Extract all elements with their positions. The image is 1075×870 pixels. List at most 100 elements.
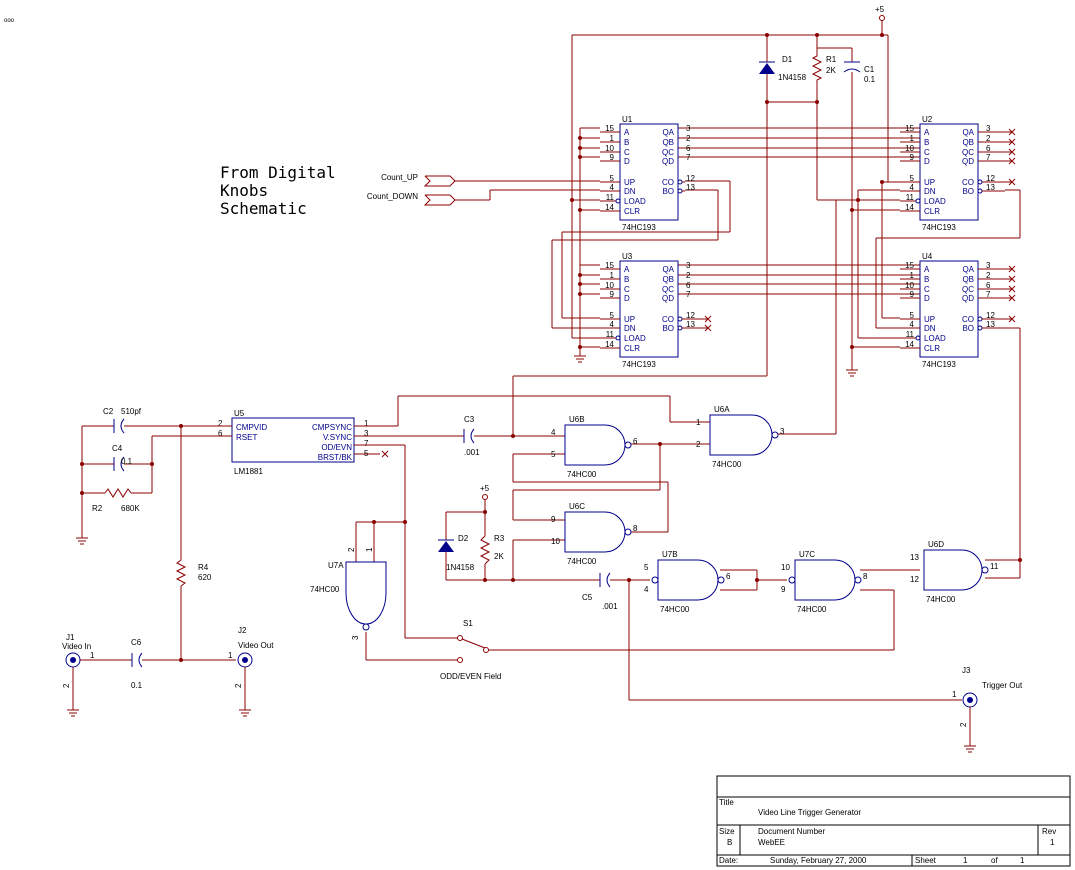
counter-ctrl-name: UP <box>624 315 635 324</box>
j1-pin2: 2 <box>62 683 71 688</box>
port-count-down-label: Count_DOWN <box>367 192 418 201</box>
c1-ref: C1 <box>864 65 875 74</box>
counter-ref: U2 <box>922 115 933 124</box>
d1-ref: D1 <box>782 55 793 64</box>
counter-in-name: A <box>624 265 630 274</box>
gate-in2: 4 <box>644 585 649 594</box>
counter-ctrl-num: 11 <box>906 193 915 202</box>
counter-out-num: 7 <box>986 290 991 299</box>
gate-in2: 12 <box>910 575 919 584</box>
counter-in-name: A <box>624 128 630 137</box>
counter-ref: U3 <box>622 252 633 261</box>
counter-in-name: C <box>624 285 630 294</box>
counter-in-num: 9 <box>610 153 615 162</box>
r4: R4 620 <box>198 563 212 582</box>
c5-ref: C5 <box>582 593 593 602</box>
counter-ctrl-name: LOAD <box>624 334 646 343</box>
u5-pin-1: 1 <box>364 419 369 428</box>
r1-value: 2K <box>826 66 836 75</box>
r4-value: 620 <box>198 573 212 582</box>
s1-ref: S1 <box>463 619 473 628</box>
wiring-logic: +5 <box>355 199 1022 701</box>
counter-in-name: B <box>624 275 629 284</box>
counter-out-num: 2 <box>986 134 991 143</box>
c4: C4 0.1 <box>112 444 133 472</box>
gate-out: 3 <box>780 427 785 436</box>
counter-ctrl-num: 4 <box>610 320 615 329</box>
gate-ref: U7B <box>662 550 678 559</box>
gate-part: 74HC00 <box>926 595 956 604</box>
counter-in-name: A <box>924 128 930 137</box>
counter-out-num: 2 <box>686 134 691 143</box>
counter-bo: BO <box>662 324 674 333</box>
u5-pin-3: 3 <box>364 429 369 438</box>
counter-in-name: B <box>924 275 929 284</box>
counter-out-name: QB <box>662 275 674 284</box>
j2-pin1: 1 <box>228 651 233 660</box>
gate-ref: U6A <box>714 405 730 414</box>
source-note: From Digital Knobs Schematic <box>220 163 336 218</box>
gate-in1: 4 <box>551 428 556 437</box>
gate-ref: U6B <box>569 415 585 424</box>
gate-ref: U6C <box>569 502 585 511</box>
counter-out-name: QB <box>962 138 974 147</box>
c2-value: 510pf <box>121 407 142 416</box>
counter-in-num: 1 <box>910 271 915 280</box>
c5-value: .001 <box>602 602 618 611</box>
counter-co: CO <box>962 178 974 187</box>
port-count-up: Count_UP <box>381 173 456 187</box>
counter-ctrl-num: 4 <box>910 320 915 329</box>
counter-co-num: 12 <box>986 311 995 320</box>
counter-out-name: QD <box>962 294 974 303</box>
gate-ref: U7A <box>328 561 344 570</box>
tb-rev: 1 <box>1050 838 1055 847</box>
counter-co-num: 12 <box>686 174 695 183</box>
counter-in-name: C <box>624 148 630 157</box>
counter-ctrl-name: CLR <box>924 344 940 353</box>
c1-value: 0.1 <box>864 75 876 84</box>
tb-rev-label: Rev <box>1042 827 1056 836</box>
counter-ctrl-num: 11 <box>906 330 915 339</box>
title-block: Title Video Line Trigger Generator Size … <box>716 775 1071 867</box>
r2: R2 680K <box>92 504 140 513</box>
counter-in-num: 9 <box>910 290 915 299</box>
gate-out: 6 <box>633 437 638 446</box>
s1-switch: S1 ODD/EVEN Field <box>440 619 501 681</box>
counter-ctrl-num: 5 <box>610 311 615 320</box>
j1-ref: J1 <box>66 633 75 642</box>
gate-out: 6 <box>726 572 731 581</box>
gate-part: 74HC00 <box>310 585 340 594</box>
j1: J1 Video In 1 2 <box>62 633 132 717</box>
counter-in-num: 10 <box>605 281 614 290</box>
u5-pin-rset: RSET <box>236 433 257 442</box>
counter-out-name: QD <box>662 294 674 303</box>
counter-out-name: QD <box>662 157 674 166</box>
counter-out-name: QA <box>962 265 974 274</box>
c3-value: .001 <box>464 448 480 457</box>
counter-ctrl-name: UP <box>924 315 935 324</box>
counter-in-name: D <box>624 157 630 166</box>
gate-in2: 10 <box>551 537 560 546</box>
wiring-counters <box>455 33 1021 578</box>
counter-in-num: 15 <box>905 124 914 133</box>
gate-out: 8 <box>633 524 638 533</box>
r1: R1 2K <box>811 52 837 82</box>
tb-title: Video Line Trigger Generator <box>758 808 861 817</box>
counter-ctrl-name: DN <box>624 187 636 196</box>
counter-ref: U4 <box>922 252 933 261</box>
counter-ctrl-name: UP <box>924 178 935 187</box>
gate-part: 74HC00 <box>797 605 827 614</box>
counter-ctrl-name: LOAD <box>924 334 946 343</box>
counter-out-name: QC <box>662 285 674 294</box>
counter-ctrl-name: DN <box>924 187 936 196</box>
gate-in2: 1 <box>365 547 374 552</box>
gate-in1: 2 <box>347 547 356 552</box>
counter-in-name: D <box>624 294 630 303</box>
counter-ctrl-num: 14 <box>905 340 914 349</box>
j2-ref: J2 <box>238 626 247 635</box>
gate-part: 74HC00 <box>567 470 597 479</box>
counter-in-num: 15 <box>605 124 614 133</box>
counter-in-num: 1 <box>610 271 615 280</box>
